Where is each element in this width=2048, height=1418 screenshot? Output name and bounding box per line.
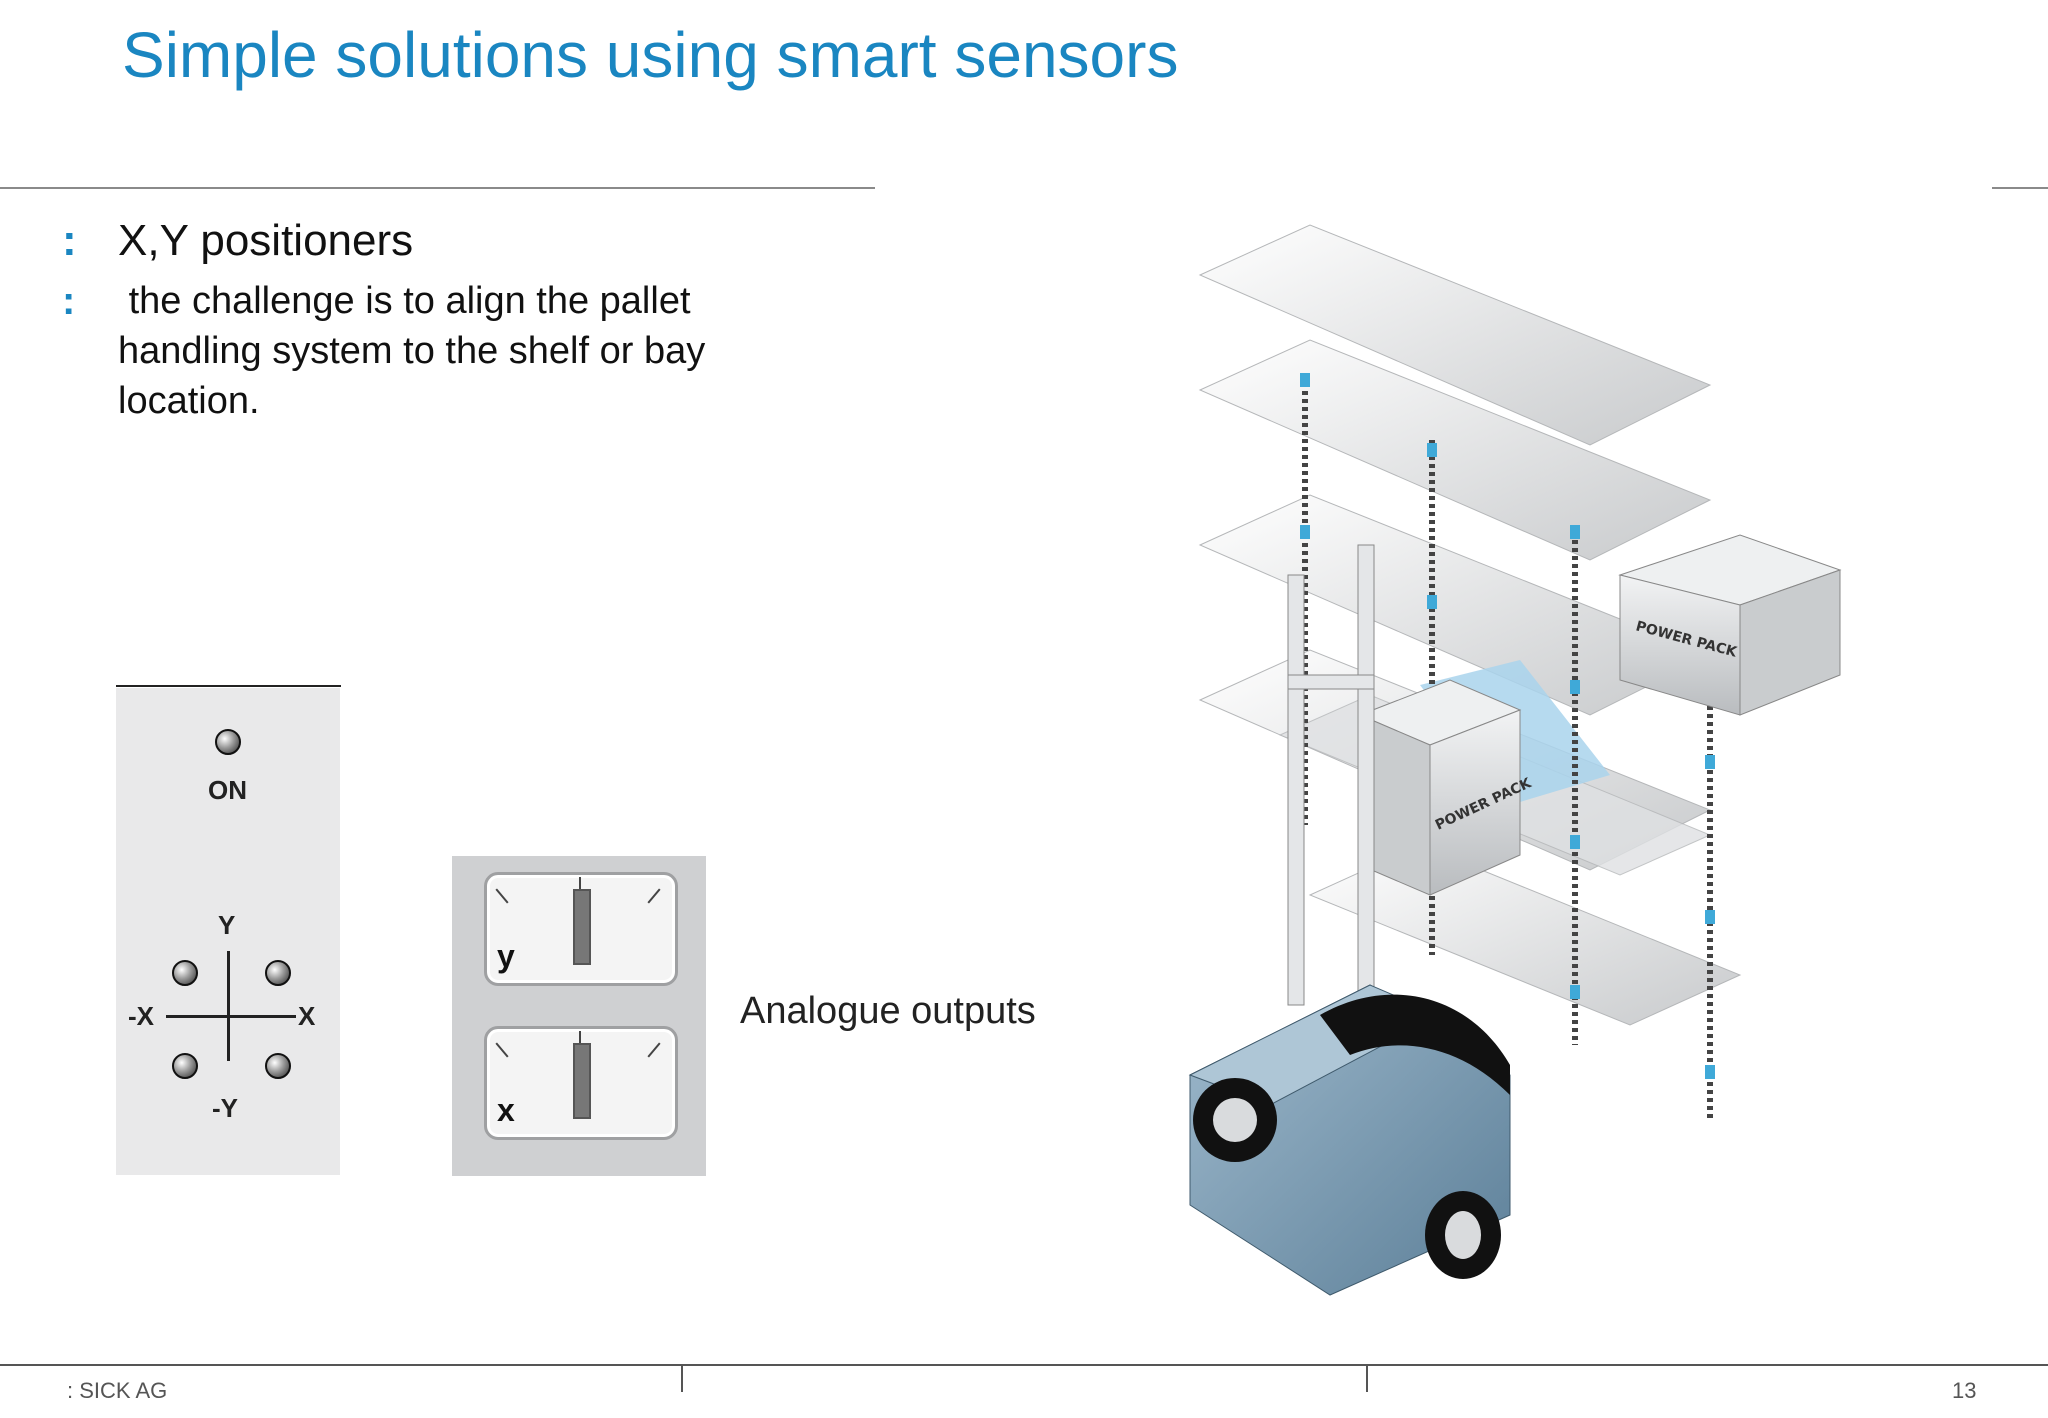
forklift-truck: [1188, 984, 1511, 1296]
footer-separator: [681, 1366, 683, 1392]
led-bottom-right-icon: [265, 1053, 291, 1079]
meter-bar: [573, 1043, 591, 1119]
meter-bar: [573, 889, 591, 965]
panel-top-rule: [116, 685, 341, 687]
meter-tick: [647, 888, 661, 904]
warehouse-illustration: POWER PACK POWER PACK: [1188, 224, 1842, 1296]
neg-x-label: -X: [128, 1001, 154, 1031]
neg-y-label: -Y: [212, 1093, 238, 1123]
forklift-mast: [1287, 544, 1375, 1006]
bullet-item: : the challenge is to align the pallet h…: [62, 276, 822, 426]
bullet-text: X,Y positioners: [118, 216, 414, 265]
meter-y: y: [484, 872, 678, 986]
led-bottom-left-icon: [172, 1053, 198, 1079]
bullet-item: : X,Y positioners: [62, 210, 822, 272]
footer-company: : SICK AG: [67, 1378, 168, 1403]
on-led-icon: [215, 729, 241, 755]
meter-tick: [495, 888, 509, 904]
pallet-box-forks: POWER PACK: [1358, 679, 1535, 896]
needle-icon: [579, 877, 581, 891]
footer-divider: [0, 1364, 2048, 1366]
led-top-right-icon: [265, 960, 291, 986]
meter-tick: [495, 1042, 509, 1058]
meter-axis-label: x: [497, 1092, 515, 1128]
x-label: X: [298, 1001, 316, 1031]
slide-title: Simple solutions using smart sensors: [122, 19, 1179, 91]
title-divider: [0, 187, 875, 189]
pallet-box-upper: POWER PACK: [1618, 534, 1842, 716]
y-label: Y: [218, 910, 236, 940]
title-divider-right: [1992, 187, 2048, 189]
led-top-left-icon: [172, 960, 198, 986]
meter-x: x: [484, 1026, 678, 1140]
page-number: 13: [1952, 1378, 1977, 1403]
crosshair-vertical: [227, 951, 230, 1061]
on-label: ON: [208, 775, 247, 805]
meter-tick: [647, 1042, 661, 1058]
bullet-mark: :: [62, 279, 76, 323]
sensor-indicator-panel: ON Y -X X -Y: [116, 688, 340, 1175]
needle-icon: [579, 1031, 581, 1045]
bullet-mark: :: [62, 216, 77, 265]
analogue-outputs-label: Analogue outputs: [740, 990, 1036, 1032]
crosshair-horizontal: [166, 1015, 296, 1018]
analogue-meter-panel: y x: [452, 856, 706, 1176]
meter-axis-label: y: [497, 938, 515, 974]
footer-separator: [1366, 1366, 1368, 1392]
bullet-text: the challenge is to align the pallet han…: [118, 280, 716, 422]
bullet-list: : X,Y positioners : the challenge is to …: [62, 210, 822, 426]
